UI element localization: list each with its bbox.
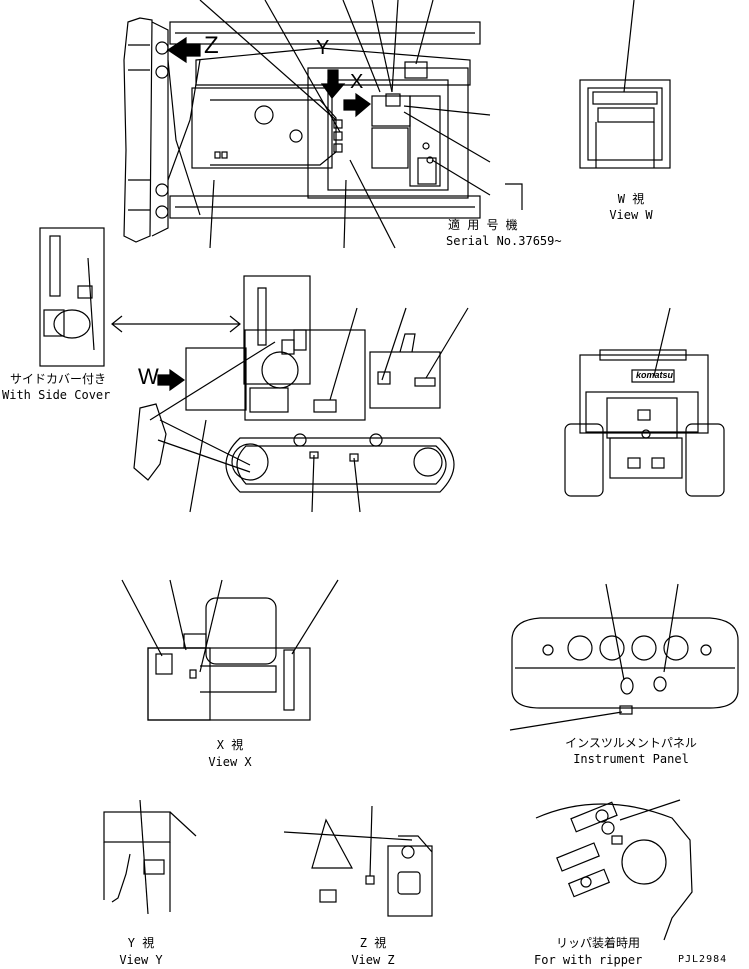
view-y-decal [143,859,165,875]
gauge-4 [663,635,689,661]
top-hood [191,87,333,169]
marker-y: Y [316,37,330,59]
side-rear-decal [414,377,436,387]
view-x-en: View X [208,755,252,769]
view-z-jp: Z 視 [359,936,387,950]
top-blade [123,17,153,243]
gauge-1 [567,635,593,661]
top-track-lower [169,195,481,219]
arrow-z [166,36,201,64]
side-cover-inset [39,227,105,367]
side-cover-jp: サイドカバー付き [10,372,107,386]
top-view-machine [123,0,523,249]
instrument-panel-drawing [509,583,739,731]
ripper-jp: リッパ装着時用 [556,936,641,950]
view-w-jp: W 視 [617,192,645,206]
rear-brand-text: komatsu [636,370,674,380]
marker-w: W [138,364,159,389]
view-x-seat-back [205,597,277,665]
side-view-machine [111,275,469,513]
arrow-w [157,368,186,392]
marker-x: X [350,71,364,93]
view-z-drawing [283,805,433,917]
side-view-enlarge-box [243,275,311,385]
serial-jp: 適 用 号 機 [448,218,518,232]
gauge-2 [599,635,625,661]
side-cover-en: With Side Cover [2,388,111,402]
gauge-3 [631,635,657,661]
view-y-en: View Y [119,953,163,967]
top-track-upper [169,21,481,45]
ripper-shank-hole [621,839,667,885]
drawing-code: PJL2984 [678,954,728,965]
top-seat [371,95,411,127]
rear-view-machine [564,307,725,497]
view-y-drawing [103,799,197,915]
serial-en: Serial No.37659~ [446,234,562,248]
instrument-panel-en: Instrument Panel [573,752,689,766]
arrow-x-down [320,69,346,99]
side-blade [133,403,167,481]
view-z-en: View Z [351,953,395,967]
top-operator-area [307,67,469,199]
marker-z: Z [204,32,219,59]
view-x-drawing [121,579,339,721]
rear-brand-plate [631,369,675,383]
arrow-x-right [343,92,371,118]
top-x-decal [385,93,401,107]
view-w-drawing [579,0,671,169]
top-exhaust [254,105,274,125]
ripper-drawing [535,799,693,941]
view-x-jp: X 視 [216,738,244,752]
side-track [225,437,455,493]
view-y-jp: Y 視 [127,936,155,950]
view-z-decal [365,875,375,885]
view-w-en: View W [609,208,653,222]
ripper-en: For with ripper [534,953,643,967]
instrument-panel-jp: インスツルメントパネル [565,736,697,750]
